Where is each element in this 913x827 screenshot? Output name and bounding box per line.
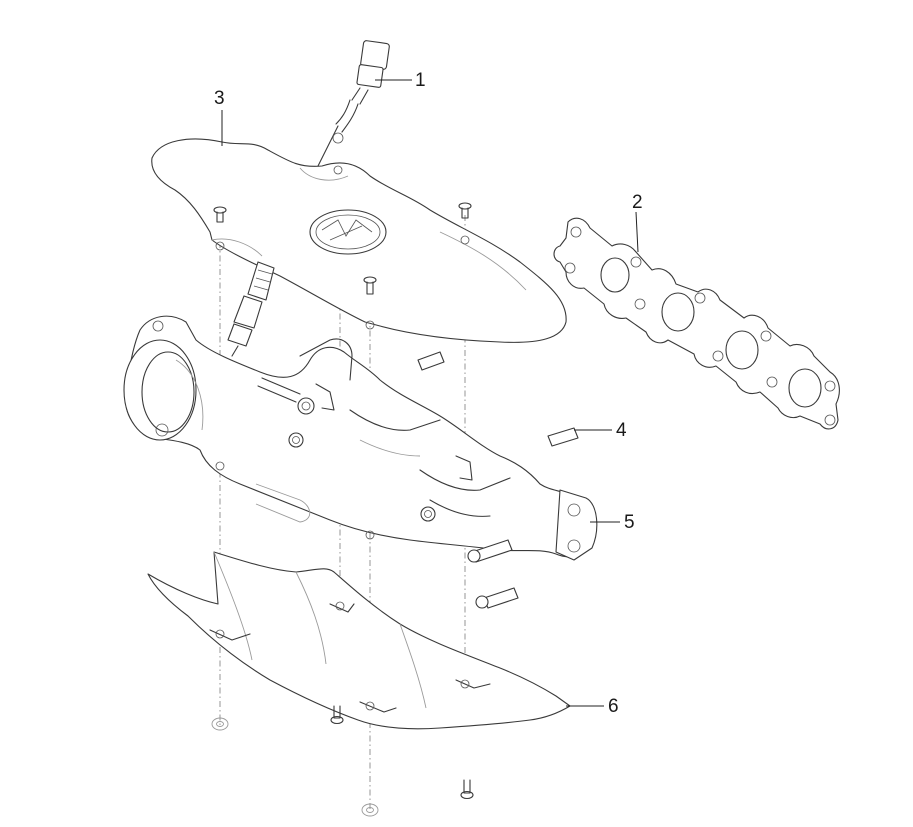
callout-5: 5: [624, 512, 635, 533]
shield-emblem: [309, 209, 387, 255]
oxygen-sensor-upper: [317, 40, 390, 167]
washer-icon: [361, 803, 379, 817]
callout-6: 6: [608, 696, 619, 717]
lower-heat-shield: [147, 551, 571, 730]
bolt-icon: [363, 276, 377, 295]
bolt-icon: [213, 206, 227, 223]
bolt-icon: [458, 202, 472, 219]
callout-4: 4: [616, 420, 627, 441]
manifold-gasket: [553, 217, 840, 430]
upper-heat-shield: [151, 138, 567, 343]
callout-1: 1: [415, 70, 426, 91]
oxygen-sensor-lower: [227, 261, 275, 357]
shield-bolts: [211, 202, 474, 817]
callout-3: 3: [214, 88, 225, 109]
exhaust-manifold: [123, 315, 598, 561]
stud-bolts: [257, 351, 579, 609]
washer-icon: [211, 717, 229, 731]
bolt-icon: [460, 779, 474, 800]
leader-lines: [221, 79, 639, 707]
bolt-icon: [330, 705, 344, 725]
callout-2: 2: [632, 192, 643, 213]
callouts: 1 2 3 4 5 6: [214, 70, 643, 717]
